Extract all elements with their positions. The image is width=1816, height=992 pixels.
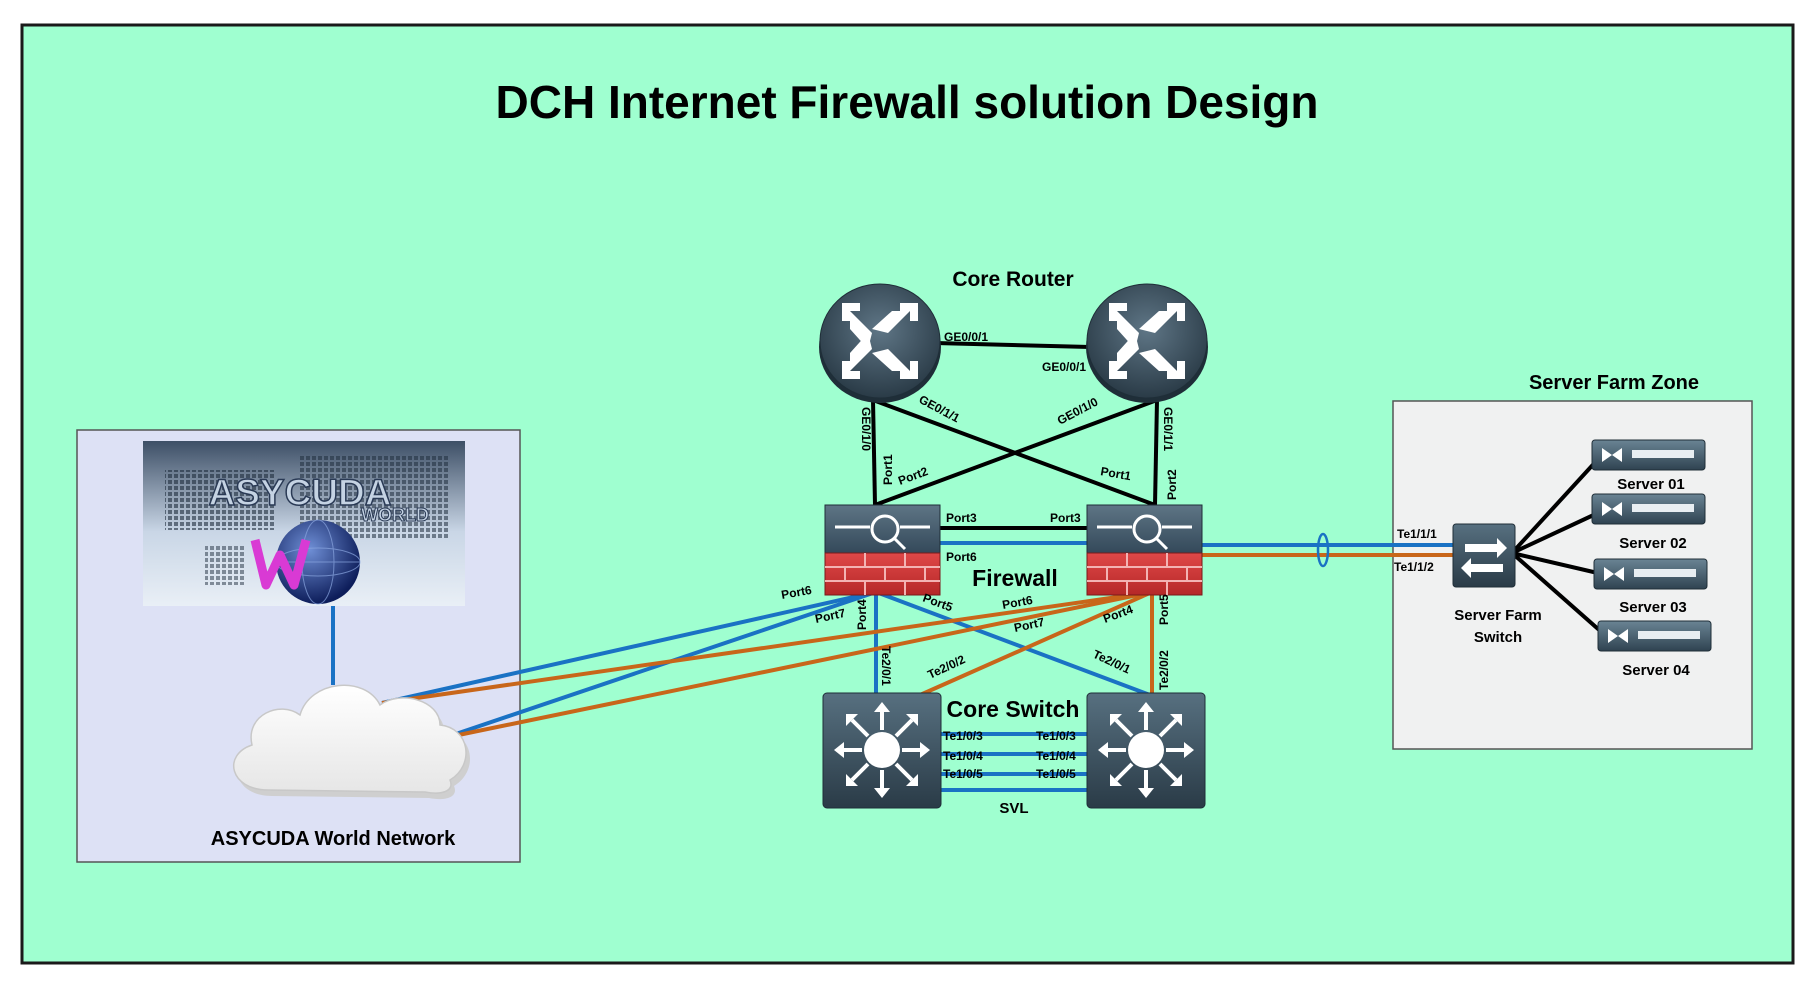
link-fw1-cloud-a <box>381 590 877 705</box>
brick-pattern <box>1087 553 1202 595</box>
logo-main-text: ASYCUDA <box>209 472 392 513</box>
server-bay <box>1638 631 1700 639</box>
server-01[interactable] <box>1591 439 1706 471</box>
link-fw2-cloud-b <box>443 590 1153 740</box>
server-arrows-icon <box>1604 567 1624 581</box>
port-label: Te1/0/4 <box>1036 749 1076 763</box>
link-sf-server01 <box>1510 455 1602 555</box>
port-label: Port6 <box>1001 593 1034 612</box>
asycuda-network-label: ASYCUDA World Network <box>211 828 456 850</box>
asycuda-world-logo: ASYCUDA WORLD <box>143 441 465 606</box>
router-arrows-icon <box>1109 303 1185 379</box>
core-switch-label: Core Switch <box>947 696 1080 722</box>
port-label: Te1/1/1 <box>1397 527 1437 541</box>
port-label: GE0/0/1 <box>1042 360 1086 374</box>
server-farm-switch[interactable] <box>1452 523 1516 588</box>
port-label: Te2/0/2 <box>1157 650 1171 690</box>
port-channel-marker <box>1316 532 1330 568</box>
server-bay <box>1632 450 1694 458</box>
logo-w-mark <box>250 538 311 590</box>
server-04[interactable] <box>1597 620 1712 652</box>
link-r2-fw1 <box>874 398 1158 507</box>
router-arrows-icon <box>842 303 918 379</box>
port-label: Port6 <box>780 583 813 602</box>
core-router-2[interactable] <box>1086 283 1208 403</box>
core-switch-2[interactable] <box>1086 692 1206 809</box>
link-r1-fw1 <box>871 399 877 506</box>
port-label: GE0/1/1 <box>1161 407 1175 451</box>
port-label: Port1 <box>881 454 895 485</box>
port-label: GE0/0/1 <box>944 330 988 344</box>
server-label: Server 03 <box>1619 599 1687 616</box>
svl-label: SVL <box>999 800 1028 817</box>
port-label: Port4 <box>855 599 869 630</box>
link-sf-server03 <box>1511 551 1603 576</box>
port-label: Port7 <box>1013 615 1046 635</box>
link-sf-server04 <box>1510 551 1608 638</box>
link-sf-server02 <box>1511 510 1601 555</box>
port-label: Te1/1/2 <box>1394 560 1434 574</box>
link-fw2-sw1 <box>919 590 1153 697</box>
port-label: Port6 <box>946 550 977 564</box>
server-label: Server 04 <box>1622 662 1690 679</box>
diagram-title: DCH Internet Firewall solution Design <box>496 76 1319 128</box>
server-02[interactable] <box>1591 493 1706 525</box>
magnifier-icon <box>835 514 930 551</box>
link-r2-fw2 <box>1153 399 1159 506</box>
port-label: Te1/0/3 <box>1036 729 1076 743</box>
switch-arrows-icon <box>1098 702 1194 798</box>
server-arrows-icon <box>1608 629 1628 643</box>
link-fw2-cloud-a <box>381 590 1153 705</box>
server-bay <box>1634 569 1696 577</box>
magnifier-icon <box>1097 514 1192 551</box>
logo-sub-text: WORLD <box>361 505 429 525</box>
firewall-label: Firewall <box>972 565 1058 591</box>
server-farm-zone-label: Server Farm Zone <box>1529 372 1699 394</box>
port-label: Te2/0/1 <box>879 646 893 686</box>
port-label: Port5 <box>1157 594 1171 625</box>
server-farm-switch-label-2: Switch <box>1474 629 1522 646</box>
switch-arrows-icon <box>1461 538 1507 578</box>
server-label: Server 02 <box>1619 535 1687 552</box>
server-bay <box>1632 504 1694 512</box>
port-label: Te1/0/5 <box>943 767 983 781</box>
firewall-1[interactable] <box>824 504 941 596</box>
port-label: GE0/1/0 <box>859 407 873 451</box>
port-label: Port2 <box>1165 469 1179 500</box>
switch-arrows-icon <box>834 702 930 798</box>
port-label: Port3 <box>946 511 977 525</box>
port-label: Port3 <box>1050 511 1081 525</box>
port-label: Te1/0/4 <box>943 749 983 763</box>
server-label: Server 01 <box>1617 476 1685 493</box>
links <box>331 341 1608 792</box>
link-fw1-cloud-b <box>443 590 877 740</box>
server-arrows-icon <box>1602 502 1622 516</box>
brick-pattern <box>825 553 940 595</box>
port-label: Te1/0/5 <box>1036 767 1076 781</box>
firewall-2[interactable] <box>1086 504 1203 596</box>
asycuda-cloud-icon <box>233 684 471 800</box>
link-fw1-sw2 <box>875 590 1151 697</box>
core-router-label: Core Router <box>952 268 1073 291</box>
server-03[interactable] <box>1593 558 1708 590</box>
core-switch-1[interactable] <box>822 692 942 809</box>
router-interlink <box>934 341 1091 349</box>
port-label: Port1 <box>1099 464 1132 483</box>
server-arrows-icon <box>1602 448 1622 462</box>
port-label: Te1/0/3 <box>943 729 983 743</box>
server-farm-switch-label-1: Server Farm <box>1454 607 1542 624</box>
port-label: Port7 <box>814 606 847 626</box>
core-router-1[interactable] <box>819 283 941 403</box>
